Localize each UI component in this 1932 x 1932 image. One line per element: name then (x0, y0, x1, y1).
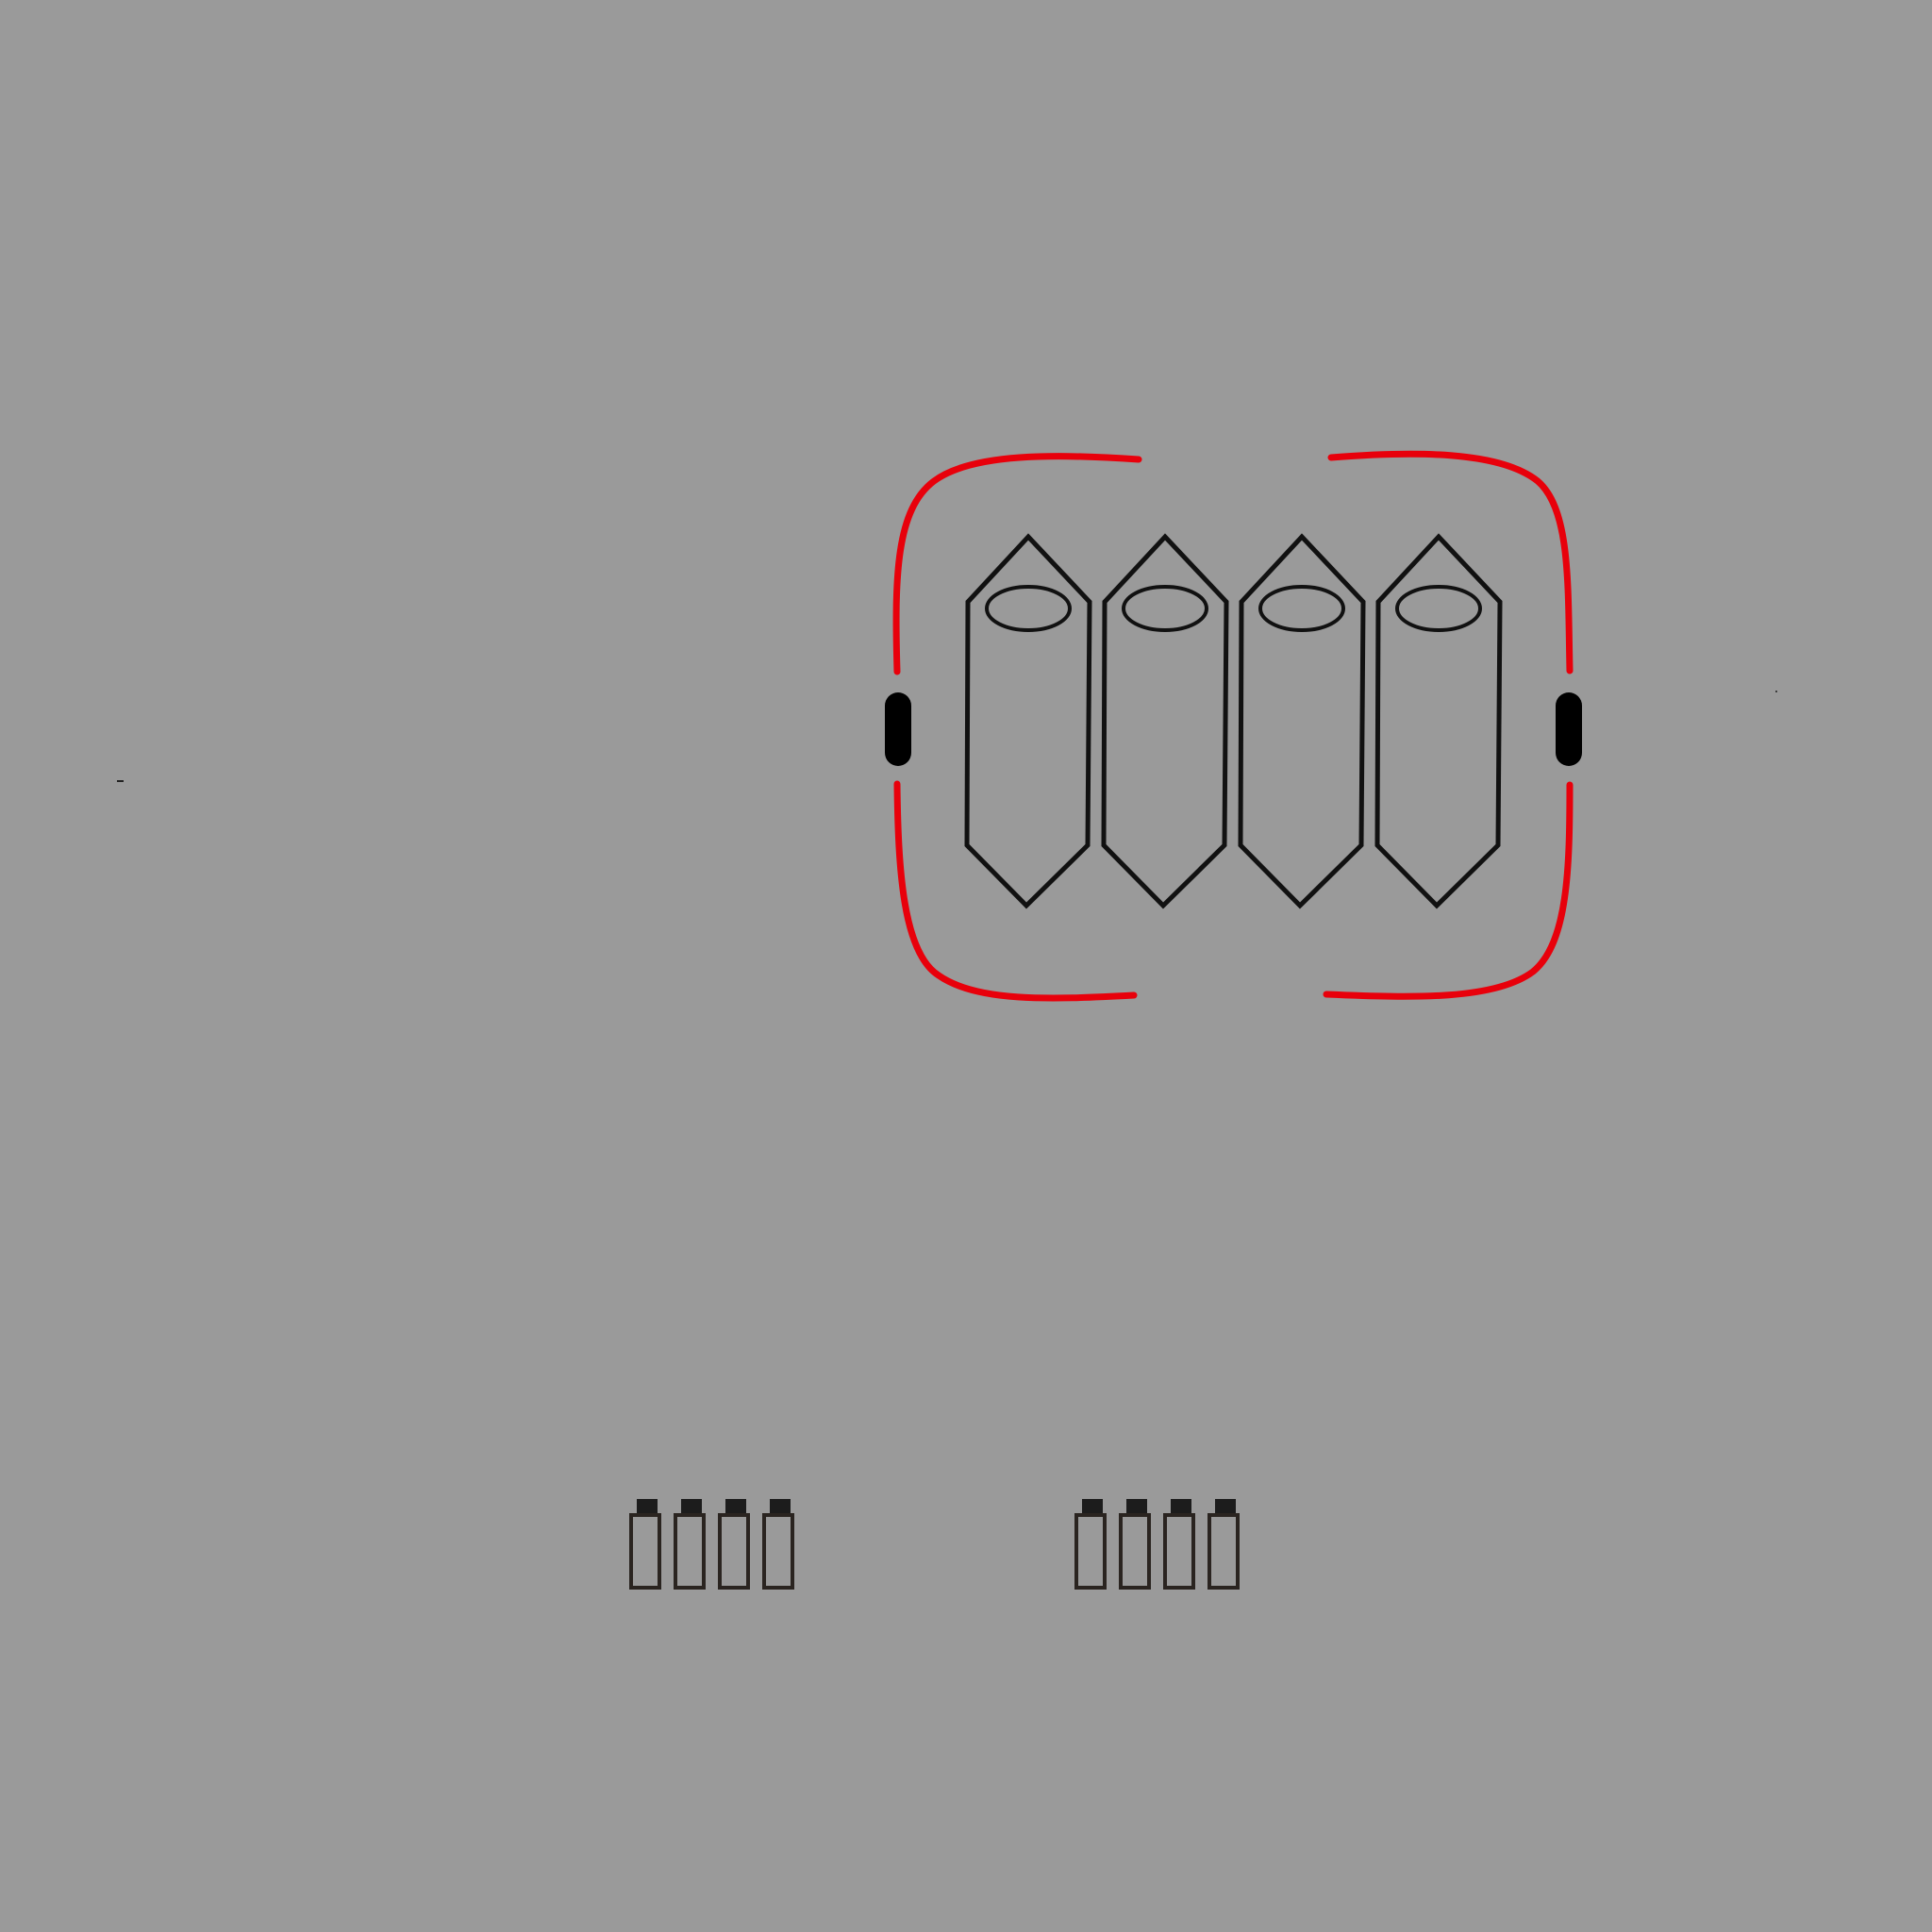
inventory-item-cap (1171, 1499, 1191, 1516)
frame-corner-bottom-left (893, 780, 1138, 1002)
inventory-item-cap (725, 1499, 746, 1516)
speck-right (1775, 691, 1777, 692)
crystal-4[interactable] (1374, 533, 1503, 909)
crystal-1[interactable] (964, 533, 1092, 909)
inventory-item[interactable] (674, 1499, 706, 1590)
crystal-2-facet (1122, 585, 1208, 632)
inventory-item-cap (770, 1499, 791, 1516)
inventory-item-cap (1126, 1499, 1147, 1516)
inventory-item[interactable] (718, 1499, 750, 1590)
crystal-1-body (964, 533, 1092, 909)
inventory-item-cap (1215, 1499, 1236, 1516)
inventory-item[interactable] (1208, 1499, 1240, 1590)
inventory-item-body (1208, 1513, 1240, 1590)
frame-corner-top-right (1327, 450, 1574, 675)
crystal-4-body (1374, 533, 1503, 909)
inventory-item-cap (681, 1499, 702, 1516)
crystal-group (964, 533, 1503, 909)
inventory-item-cap (637, 1499, 658, 1516)
left-handle[interactable] (885, 692, 911, 766)
inventory-item[interactable] (1074, 1499, 1107, 1590)
frame-corner-top-left (892, 453, 1142, 675)
crystal-4-facet (1395, 585, 1482, 632)
inventory-item-body (718, 1513, 750, 1590)
crystal-2[interactable] (1101, 533, 1229, 909)
crystal-3[interactable] (1238, 533, 1366, 909)
crystal-1-facet (985, 585, 1072, 632)
inventory-group-left (629, 1499, 794, 1590)
frame-corner-bottom-right (1323, 781, 1574, 1000)
crystal-3-body (1238, 533, 1366, 909)
inventory-group-right (1074, 1499, 1240, 1590)
inventory-item[interactable] (762, 1499, 794, 1590)
inventory-item-body (1163, 1513, 1195, 1590)
inventory-item-cap (1082, 1499, 1103, 1516)
selection-frame (892, 450, 1574, 1002)
right-handle[interactable] (1556, 692, 1582, 766)
inventory-item[interactable] (1119, 1499, 1151, 1590)
inventory-item-body (629, 1513, 661, 1590)
inventory-item[interactable] (629, 1499, 661, 1590)
crystal-2-body (1101, 533, 1229, 909)
inventory-item-body (762, 1513, 794, 1590)
inventory-item[interactable] (1163, 1499, 1195, 1590)
inventory-item-body (1074, 1513, 1107, 1590)
inventory-item-body (674, 1513, 706, 1590)
crystal-3-facet (1258, 585, 1345, 632)
inventory-item-body (1119, 1513, 1151, 1590)
